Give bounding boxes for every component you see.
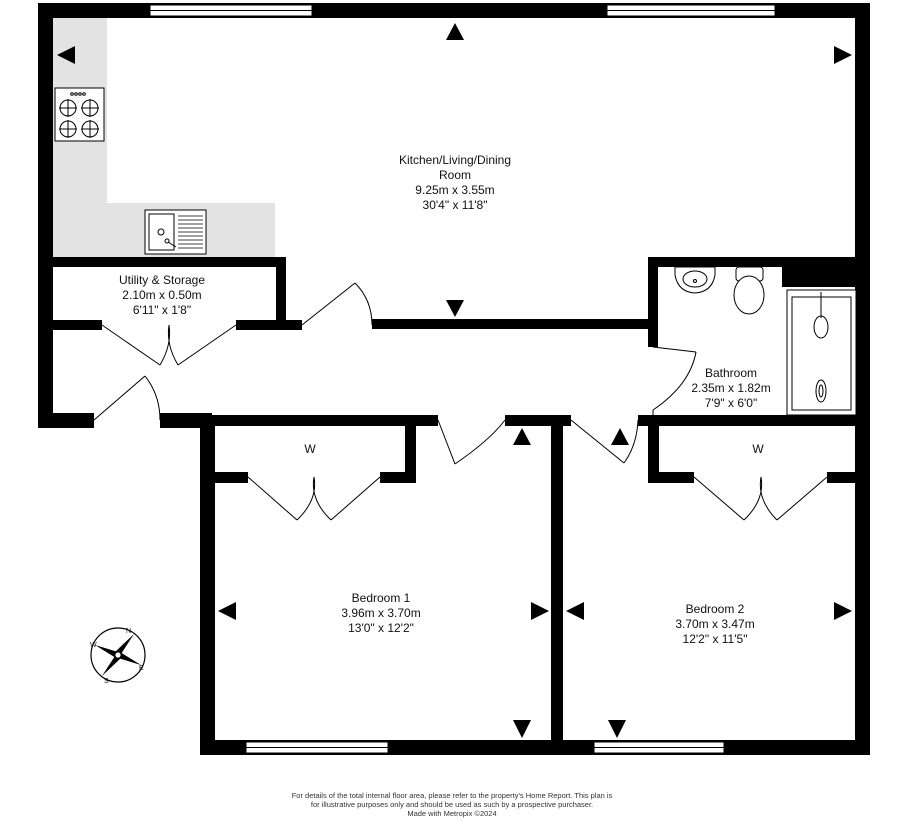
room-label-bedroom1: Bedroom 1 3.96m x 3.70m 13'0" x 12'2" (341, 591, 420, 636)
dimension-arrows (57, 23, 852, 738)
doors (93, 282, 828, 521)
wardrobe-label-2: W (752, 442, 764, 456)
compass-n: N (126, 628, 131, 635)
room-name: Kitchen/Living/Dining (398, 153, 512, 167)
toilet-icon (733, 266, 765, 315)
room-imperial: 7'9" x 6'0" (704, 396, 758, 410)
sink-icon (144, 209, 207, 255)
hob-icon (54, 87, 105, 142)
room-metric: 3.70m x 3.47m (675, 617, 755, 631)
footer-line-2: for illustrative purposes only and shoul… (310, 800, 594, 809)
arrow-bed2-bottom (608, 720, 626, 738)
footer-line-3: Made with Metropix ©2024 (407, 809, 497, 818)
room-metric: 3.96m x 3.70m (341, 606, 421, 620)
room-name-line2: Room (438, 168, 472, 182)
arrow-bed1-bottom (513, 720, 531, 738)
room-metric: 9.25m x 3.55m (415, 183, 495, 197)
room-metric: 2.35m x 1.82m (691, 381, 771, 395)
room-imperial: 6'11" x 1'8" (132, 303, 192, 317)
disclaimer-footer: For details of the total internal floor … (0, 791, 904, 818)
compass-w: W (90, 642, 97, 649)
arrow-bed2-left (566, 602, 584, 620)
room-label-bedroom2: Bedroom 2 3.70m x 3.47m 12'2" x 11'5" (675, 602, 754, 647)
arrow-kitchen-right (834, 46, 852, 64)
basin-icon (674, 266, 716, 294)
room-label-utility: Utility & Storage 2.10m x 0.50m 6'11" x … (119, 273, 205, 318)
room-metric: 2.10m x 0.50m (122, 288, 202, 302)
room-name: Bathroom (704, 366, 758, 380)
compass-icon: N E S W (90, 627, 146, 685)
arrow-bed1-left (218, 602, 236, 620)
arrow-kitchen-top (446, 23, 464, 40)
compass-s: S (104, 678, 109, 685)
room-name: Bedroom 2 (685, 602, 745, 616)
compass-e: E (139, 665, 144, 672)
arrow-kitchen-bottom (446, 300, 464, 317)
arrow-bed2-top (611, 428, 629, 445)
room-imperial: 13'0" x 12'2" (348, 621, 414, 635)
windows (149, 4, 776, 754)
arrow-kitchen-left (57, 46, 75, 64)
room-imperial: 30'4" x 11'8" (422, 198, 488, 212)
room-label-kitchen: Kitchen/Living/Dining Room 9.25m x 3.55m… (399, 153, 511, 213)
room-imperial: 12'2" x 11'5" (682, 632, 748, 646)
wardrobe-label-1: W (304, 442, 316, 456)
arrow-bed1-top (513, 428, 531, 445)
arrow-bed1-right (531, 602, 549, 620)
shower-icon (786, 289, 857, 416)
room-name: Utility & Storage (118, 273, 206, 287)
room-name: Bedroom 1 (351, 591, 411, 605)
room-label-bathroom: Bathroom 2.35m x 1.82m 7'9" x 6'0" (691, 366, 770, 411)
arrow-bed2-right (834, 602, 852, 620)
footer-line-1: For details of the total internal floor … (291, 791, 613, 800)
